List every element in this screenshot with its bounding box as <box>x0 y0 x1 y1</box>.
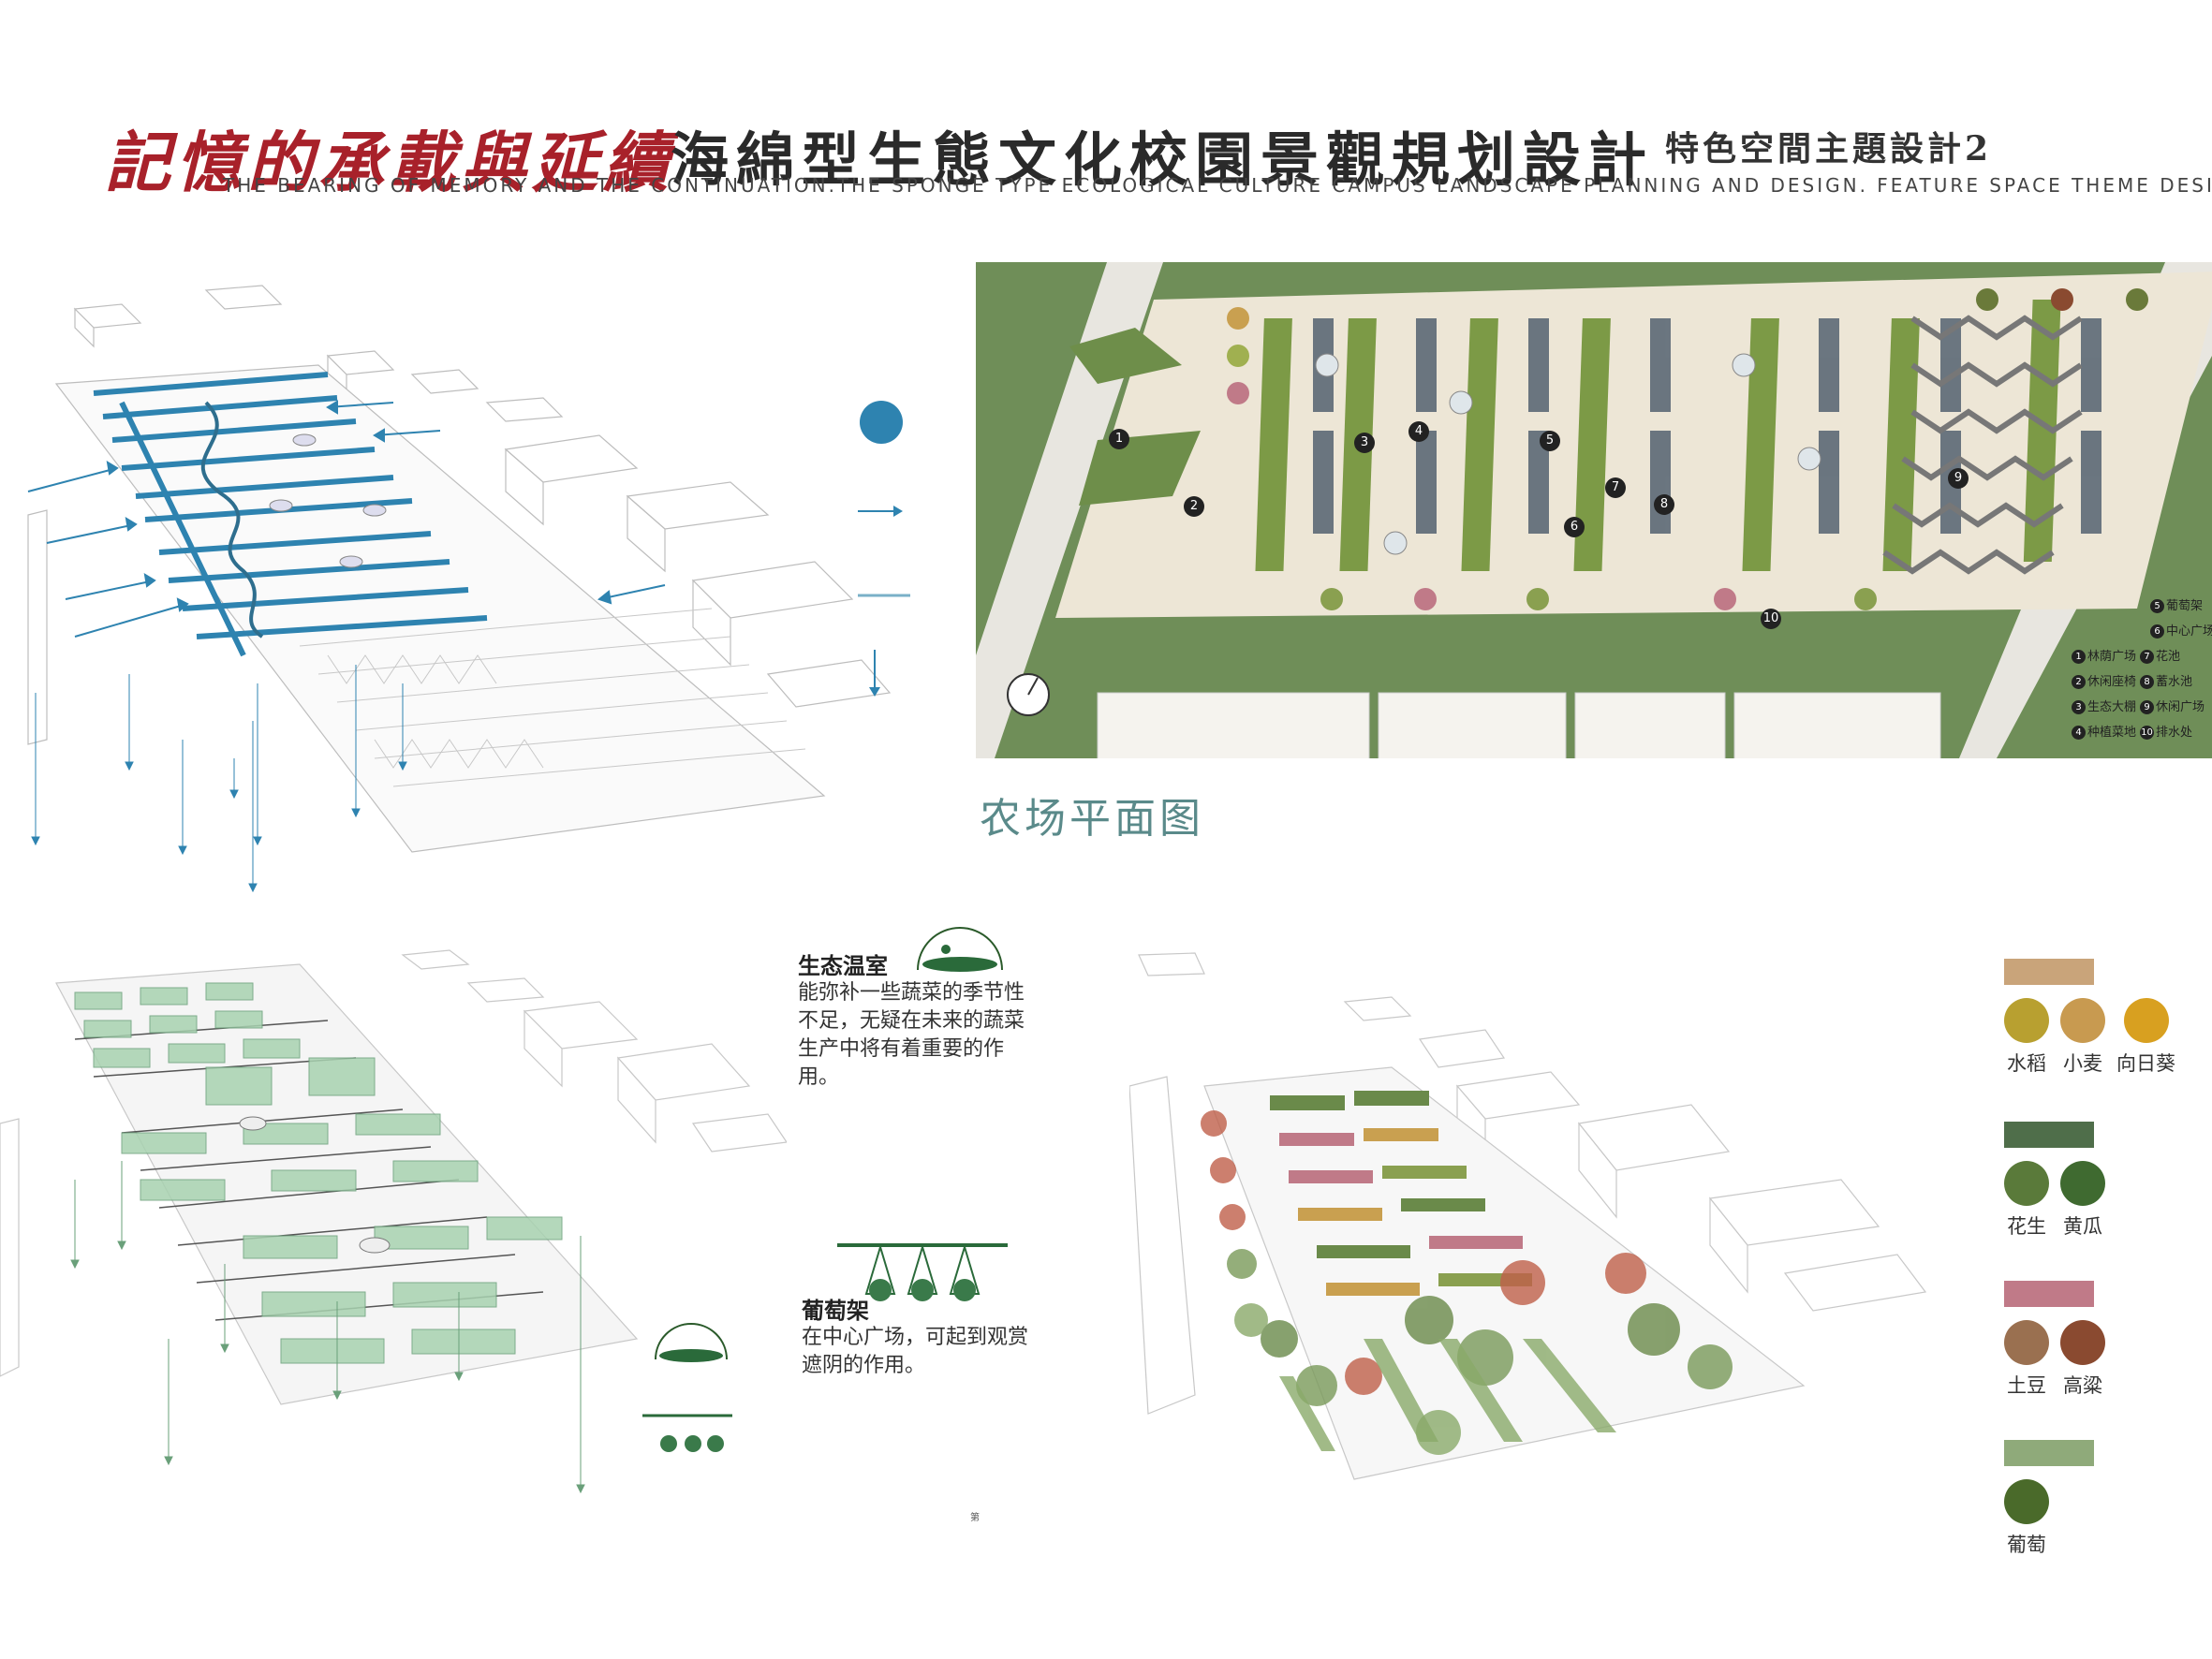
crop-item: 向日葵 <box>2116 998 2175 1077</box>
page-mark: 第 <box>970 1513 980 1523</box>
greenhouse-title: 生态温室 <box>798 953 888 979</box>
title-english: The bearing of memory and the continuati… <box>223 174 2212 197</box>
title-main: 記憶的承載與延續 <box>105 124 674 201</box>
grape-trellis-icon <box>837 1243 1008 1301</box>
plan-marker-6: 6 <box>1564 517 1585 537</box>
crop-item: 黄瓜 <box>2060 1161 2105 1240</box>
grape-small-icon <box>642 1414 732 1452</box>
title-sub: 特色空間主題設計2 <box>1665 129 1993 169</box>
plan-marker-8: 8 <box>1654 494 1674 515</box>
crop-swatch-1 <box>2004 959 2094 985</box>
water-flow-axonometric <box>27 285 892 893</box>
greenhouse-axonometric <box>0 949 787 1494</box>
crop-item: 葡萄 <box>2004 1479 2049 1558</box>
crop-swatch-3 <box>2004 1281 2094 1307</box>
plan-marker-3: 3 <box>1354 433 1375 453</box>
greenhouse-small-icon <box>655 1323 728 1362</box>
plan-marker-4: 4 <box>1408 421 1429 442</box>
crop-axonometric <box>1129 952 1927 1480</box>
plan-marker-10: 10 <box>1761 609 1781 629</box>
greenhouse-description: 能弥补一些蔬菜的季节性不足，无疑在未来的蔬菜生产中将有着重要的作用。 <box>798 981 1025 1089</box>
crop-item: 水稻 <box>2004 998 2049 1077</box>
flow-legend-icon <box>858 506 910 697</box>
greenhouse-icon <box>917 927 1003 972</box>
grape-title: 葡萄架 <box>802 1298 869 1324</box>
plan-marker-9: 9 <box>1948 468 1969 489</box>
crop-item: 土豆 <box>2004 1320 2049 1399</box>
plan-marker-2: 2 <box>1184 496 1204 517</box>
water-storage-legend-icon <box>860 401 903 444</box>
crop-swatch-4 <box>2004 1440 2094 1466</box>
plan-caption: 农场平面图 <box>980 795 1204 843</box>
plan-marker-7: 7 <box>1605 477 1626 498</box>
plan-marker-5: 5 <box>1540 431 1560 451</box>
grape-description: 在中心广场，可起到观赏遮阴的作用。 <box>802 1326 1029 1377</box>
crop-item: 花生 <box>2004 1161 2049 1240</box>
crop-legend: 水稻 小麦 向日葵 花生 黄瓜 土豆 高粱 葡萄 <box>2004 959 2175 1558</box>
crop-item: 小麦 <box>2060 998 2105 1077</box>
crop-swatch-2 <box>2004 1122 2094 1148</box>
crop-item: 高粱 <box>2060 1320 2105 1399</box>
title-theme: 海綿型生態文化校園景觀規划設計 <box>671 125 1655 194</box>
plan-marker-1: 1 <box>1109 429 1129 449</box>
